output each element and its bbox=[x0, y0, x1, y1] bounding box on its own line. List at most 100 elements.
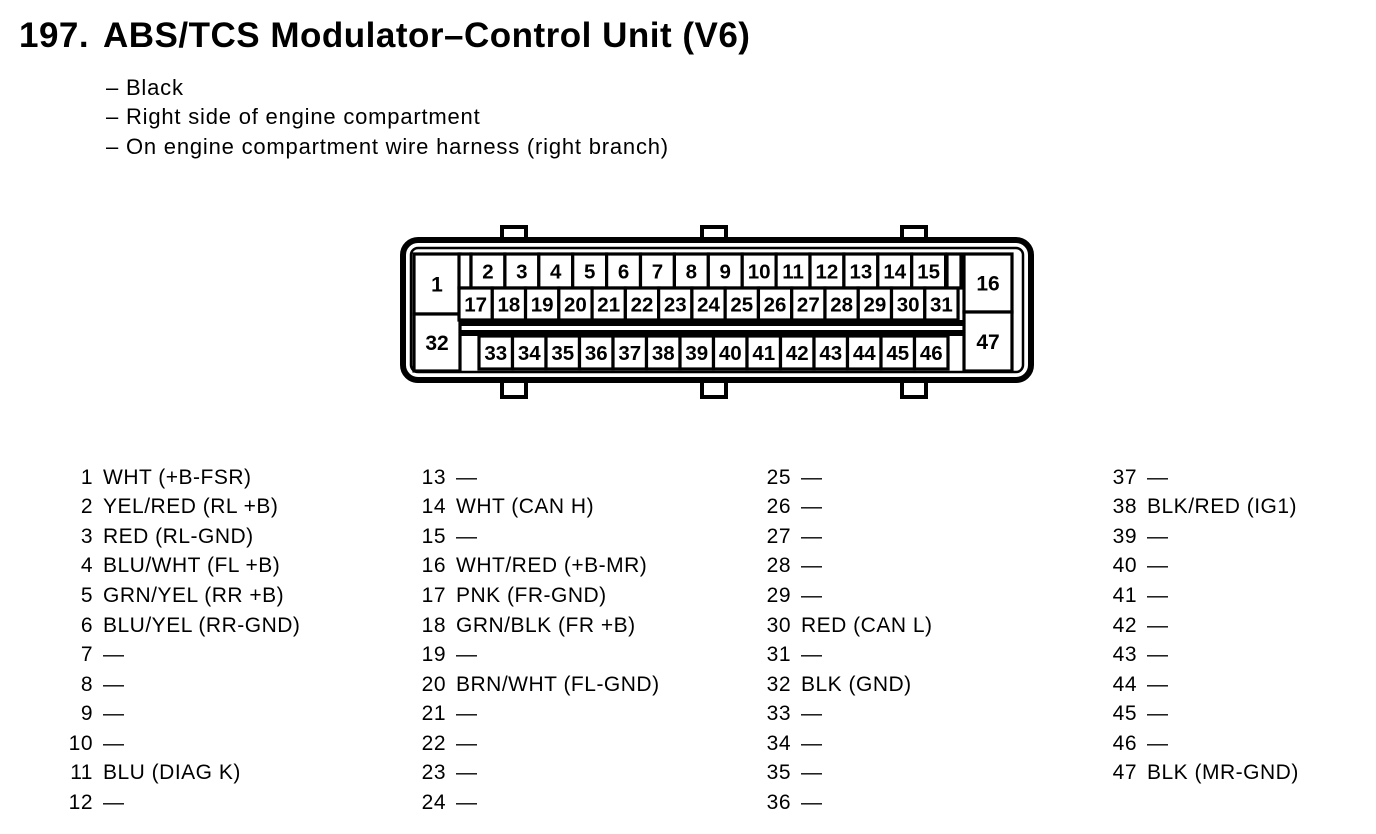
pin-wire-description: BRN/WHT (FL-GND) bbox=[456, 672, 660, 696]
pinout-row-41: 41— bbox=[1097, 581, 1299, 611]
pin-wire-description: — bbox=[456, 790, 478, 814]
pin-number: 24 bbox=[421, 790, 446, 814]
pin-wire-description: BLK (GND) bbox=[801, 672, 912, 696]
connector-pin-number: 46 bbox=[920, 342, 943, 365]
note-line: – Black bbox=[106, 75, 184, 100]
pin-number: 43 bbox=[1112, 643, 1137, 667]
pin-number: 21 bbox=[421, 702, 446, 726]
pin-number: 26 bbox=[766, 495, 791, 519]
connector-tab-bottom bbox=[700, 379, 728, 399]
connector-pin-number: 16 bbox=[976, 273, 999, 296]
pin-wire-description: — bbox=[1147, 524, 1169, 548]
pin-wire-description: — bbox=[456, 524, 478, 548]
pinout-row-31: 31— bbox=[751, 640, 933, 670]
pin-number: 28 bbox=[766, 554, 791, 578]
pin-wire-description: — bbox=[1147, 672, 1169, 696]
pin-wire-description: PNK (FR-GND) bbox=[456, 583, 607, 607]
pin-wire-description: BLU/YEL (RR-GND) bbox=[103, 613, 301, 637]
connector-pin-number: 3 bbox=[516, 261, 527, 284]
connector-pin-number: 21 bbox=[597, 294, 620, 317]
pinout-row-8: 8— bbox=[53, 670, 300, 700]
connector-pin-number: 2 bbox=[482, 261, 493, 284]
connector-pin-cell bbox=[912, 334, 950, 371]
pin-number: 17 bbox=[421, 583, 446, 607]
connector-pin-number: 26 bbox=[764, 294, 787, 317]
pinout-row-24: 24 — bbox=[406, 788, 660, 818]
pin-wire-description: — bbox=[801, 554, 823, 578]
pin-number: 10 bbox=[68, 731, 93, 755]
connector-pin-number: 47 bbox=[976, 331, 999, 354]
pin-number: 16 bbox=[421, 554, 446, 578]
connector-divider-band bbox=[459, 320, 964, 326]
pinout-row-7: 7— bbox=[53, 640, 300, 670]
pinout-row-33: 33— bbox=[751, 699, 933, 729]
pin-wire-description: WHT (CAN H) bbox=[456, 495, 595, 519]
pin-wire-description: — bbox=[103, 672, 125, 696]
connector-pin-number: 19 bbox=[531, 294, 554, 317]
connector-pin-cell bbox=[962, 310, 1014, 373]
pinout-row-1: 1 WHT (+B-FSR) bbox=[53, 463, 300, 493]
connector-pin-cell bbox=[605, 252, 643, 290]
pin-wire-description: — bbox=[103, 643, 125, 667]
pin-wire-description: BLU (DIAG K) bbox=[103, 761, 241, 785]
pinout-row-42: 42— bbox=[1097, 611, 1299, 641]
connector-pin-cell bbox=[889, 286, 927, 322]
connector-pin-cell bbox=[723, 286, 761, 322]
connector-pin-number: 10 bbox=[748, 261, 771, 284]
pin-number: 12 bbox=[68, 790, 93, 814]
connector-pin-cell bbox=[557, 286, 594, 322]
pin-wire-description: — bbox=[103, 790, 125, 814]
connector-pin-number: 27 bbox=[797, 294, 820, 317]
pin-number: 13 bbox=[421, 465, 446, 489]
connector-pin-number: 42 bbox=[786, 342, 809, 365]
pin-number: 7 bbox=[80, 643, 93, 667]
pin-number: 11 bbox=[70, 761, 93, 785]
pin-wire-description: WHT (+B-FSR) bbox=[103, 465, 252, 489]
pin-wire-description: — bbox=[1147, 731, 1169, 755]
pinout-row-29: 29— bbox=[751, 581, 933, 611]
connector-pin-number: 40 bbox=[719, 342, 742, 365]
pinout-row-36: 36— bbox=[751, 788, 933, 818]
pin-number: 15 bbox=[421, 524, 446, 548]
pinout-row-37: 37— bbox=[1097, 463, 1299, 493]
pin-number: 38 bbox=[1112, 495, 1137, 519]
pin-wire-description: — bbox=[456, 702, 478, 726]
pin-number: 1 bbox=[80, 465, 93, 489]
connector-pin-cell bbox=[756, 286, 794, 322]
pin-wire-description: RED (CAN L) bbox=[801, 613, 933, 637]
connector-divider-band bbox=[459, 330, 964, 336]
connector-pin-number: 23 bbox=[664, 294, 687, 317]
connector-pin-cell bbox=[477, 334, 515, 371]
pin-number: 31 bbox=[766, 643, 791, 667]
pin-number: 36 bbox=[766, 790, 791, 814]
pin-wire-description: YEL/RED (RL +B) bbox=[103, 495, 279, 519]
connector-pin-number: 1 bbox=[431, 274, 443, 297]
connector-pin-number: 13 bbox=[849, 261, 872, 284]
connector-pin-cell bbox=[845, 334, 883, 371]
connector-pin-cell bbox=[577, 334, 615, 371]
connector-pin-number: 34 bbox=[518, 342, 541, 365]
pinout-row-11: 11 BLU (DIAG K) bbox=[53, 758, 300, 788]
pin-number: 29 bbox=[766, 583, 791, 607]
pin-wire-description: — bbox=[801, 495, 823, 519]
connector-pin-number: 41 bbox=[752, 342, 775, 365]
pinout-row-10: 10— bbox=[53, 729, 300, 759]
page-title: ABS/TCS Modulator–Control Unit (V6) bbox=[103, 16, 751, 55]
pin-number: 22 bbox=[421, 731, 446, 755]
note-line: – On engine compartment wire harness (ri… bbox=[106, 133, 669, 159]
pinout-row-21: 21 — bbox=[406, 699, 660, 729]
connector-pin-cell bbox=[412, 252, 462, 316]
connector-pin-number: 33 bbox=[484, 342, 507, 365]
pin-wire-description: — bbox=[1147, 702, 1169, 726]
pin-wire-description: — bbox=[456, 465, 478, 489]
pin-wire-description: — bbox=[1147, 554, 1169, 578]
